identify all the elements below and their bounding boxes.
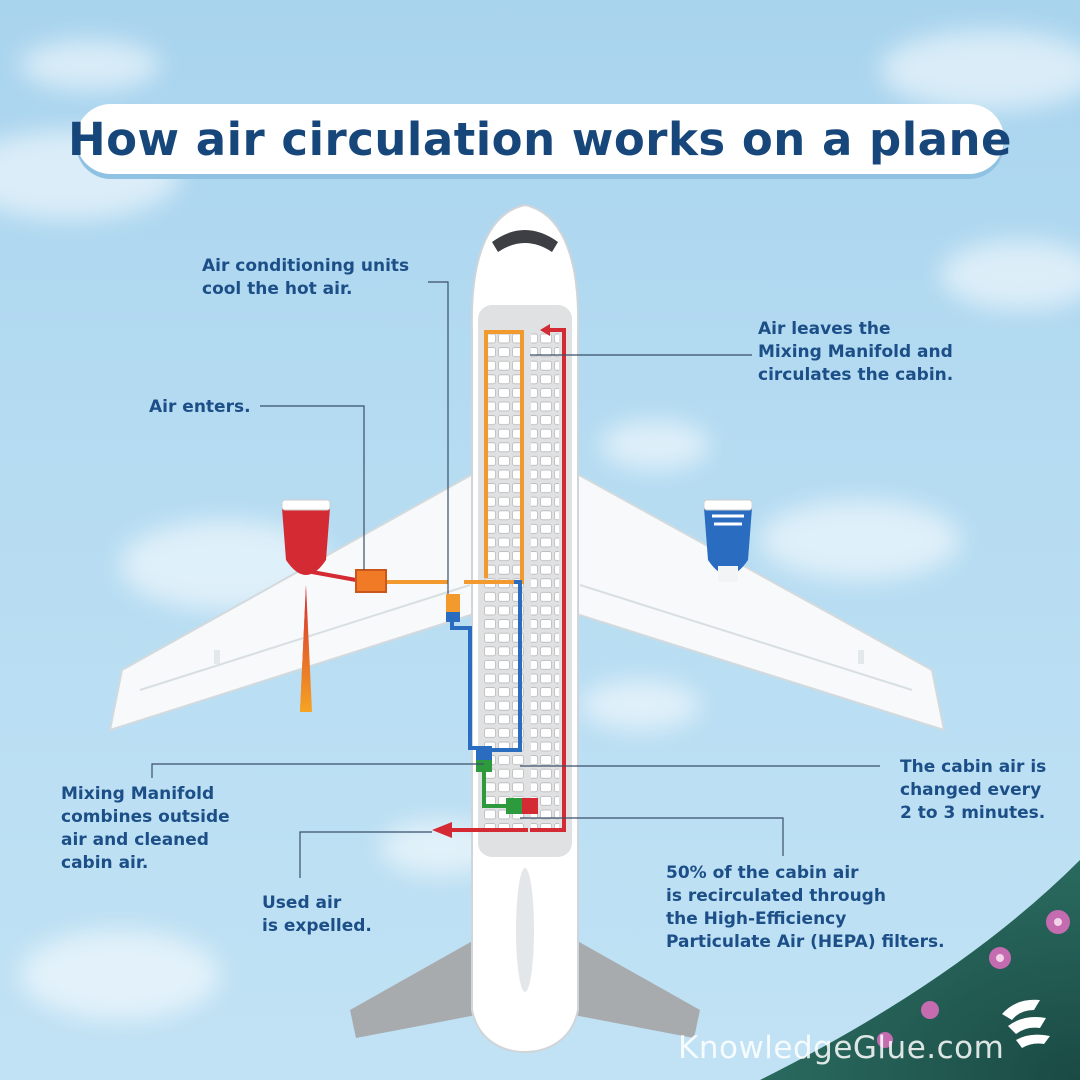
floral-corner-pattern xyxy=(760,860,1080,1080)
hot-air-flow xyxy=(311,328,566,832)
cloud xyxy=(20,40,160,90)
label-hepa: 50% of the cabin air is recirculated thr… xyxy=(666,863,945,952)
conditioned-air-flow xyxy=(386,330,524,584)
right-wing-flap xyxy=(579,584,913,691)
left-tailplane xyxy=(350,930,492,1038)
right-tailplane xyxy=(558,930,700,1038)
hepa-filter-unit xyxy=(506,798,538,814)
wing-fairing xyxy=(214,650,220,664)
seat-block-right xyxy=(531,332,559,832)
vertical-stabilizer xyxy=(516,868,534,992)
cloud xyxy=(940,240,1080,310)
title-banner: How air circulation works on a plane xyxy=(68,104,1012,174)
label-mixing-manifold: Mixing Manifold combines outside air and… xyxy=(61,784,230,873)
cloud xyxy=(20,930,220,1020)
air-intake-unit xyxy=(355,569,387,593)
expel-arrow-icon xyxy=(432,822,452,838)
flow-arrow-icon xyxy=(540,324,550,336)
wing-fairing xyxy=(858,650,864,664)
floral-motif-icon xyxy=(877,910,1070,1048)
label-cabin-changed: The cabin air is changed every 2 to 3 mi… xyxy=(900,757,1047,823)
label-used-air: Used air is expelled. xyxy=(262,893,372,936)
cockpit-windows xyxy=(492,230,558,252)
label-air-leaves: Air leaves the Mixing Manifold and circu… xyxy=(758,319,954,385)
cloud xyxy=(580,680,700,730)
leader-lines xyxy=(151,281,880,878)
cloud xyxy=(880,30,1080,110)
air-conditioning-unit xyxy=(446,594,460,622)
cloud xyxy=(600,420,710,470)
page-title: How air circulation works on a plane xyxy=(67,112,1013,166)
cool-air-flow xyxy=(450,580,522,752)
label-ac-units: Air conditioning units cool the hot air. xyxy=(202,256,410,299)
mixing-manifold-unit xyxy=(476,746,492,772)
airline-logo-icon xyxy=(1002,999,1050,1048)
recirculated-air-flow xyxy=(482,770,506,808)
right-engine xyxy=(703,499,753,582)
left-engine xyxy=(281,499,331,712)
label-air-enters: Air enters. xyxy=(149,397,251,417)
watermark: KnowledgeGlue.com xyxy=(678,1030,1005,1066)
cloud xyxy=(760,500,960,580)
